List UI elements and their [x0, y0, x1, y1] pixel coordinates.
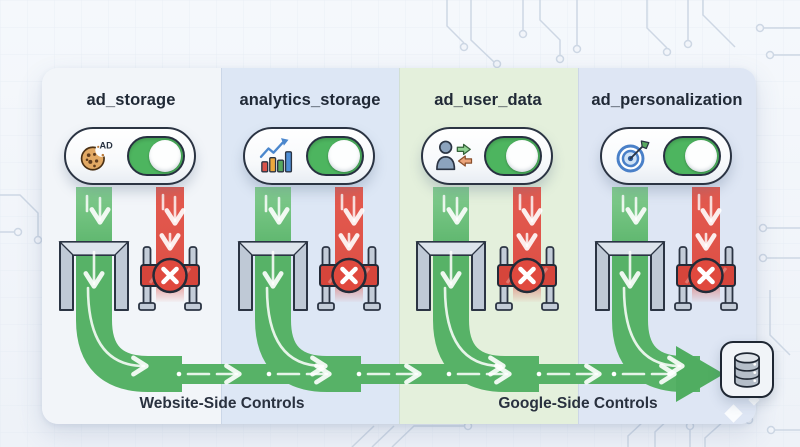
- panel-title-ad-personalization: ad_personalization: [591, 91, 743, 109]
- panel-title-ad-user-data: ad_user_data: [434, 91, 542, 109]
- cookie-ad-icon: AD: [80, 141, 114, 171]
- ad-storage-toggle-pill: AD: [64, 127, 196, 185]
- database-icon: [734, 351, 760, 388]
- ad-storage-toggle-switch[interactable]: [127, 136, 185, 176]
- analytics-storage-toggle-switch[interactable]: [306, 136, 364, 176]
- toggle-knob: [506, 140, 538, 172]
- ad-user-data-toggle-pill: [421, 127, 553, 185]
- analytics-bars-icon: [259, 138, 293, 173]
- ad-personalization-toggle-pill: [600, 127, 732, 185]
- website-side-controls-label: Website-Side Controls: [139, 395, 305, 412]
- target-dart-icon: [616, 140, 650, 173]
- toggle-knob: [685, 140, 717, 172]
- database-destination: [720, 341, 774, 398]
- user-data-exchange-icon: [436, 140, 473, 171]
- ad-personalization-toggle-switch[interactable]: [663, 136, 721, 176]
- analytics-storage-toggle-pill: [243, 127, 375, 185]
- google-side-controls-label: Google-Side Controls: [498, 395, 658, 412]
- toggle-knob: [328, 140, 360, 172]
- toggle-knob: [149, 140, 181, 172]
- panel-divider: [220, 68, 222, 424]
- panel-divider: [399, 68, 400, 424]
- ad-badge: AD: [100, 141, 114, 151]
- ad-user-data-toggle-switch[interactable]: [484, 136, 542, 176]
- panel-title-analytics-storage: analytics_storage: [239, 91, 381, 109]
- panel-divider: [577, 68, 579, 424]
- panel-title-ad-storage: ad_storage: [86, 91, 176, 109]
